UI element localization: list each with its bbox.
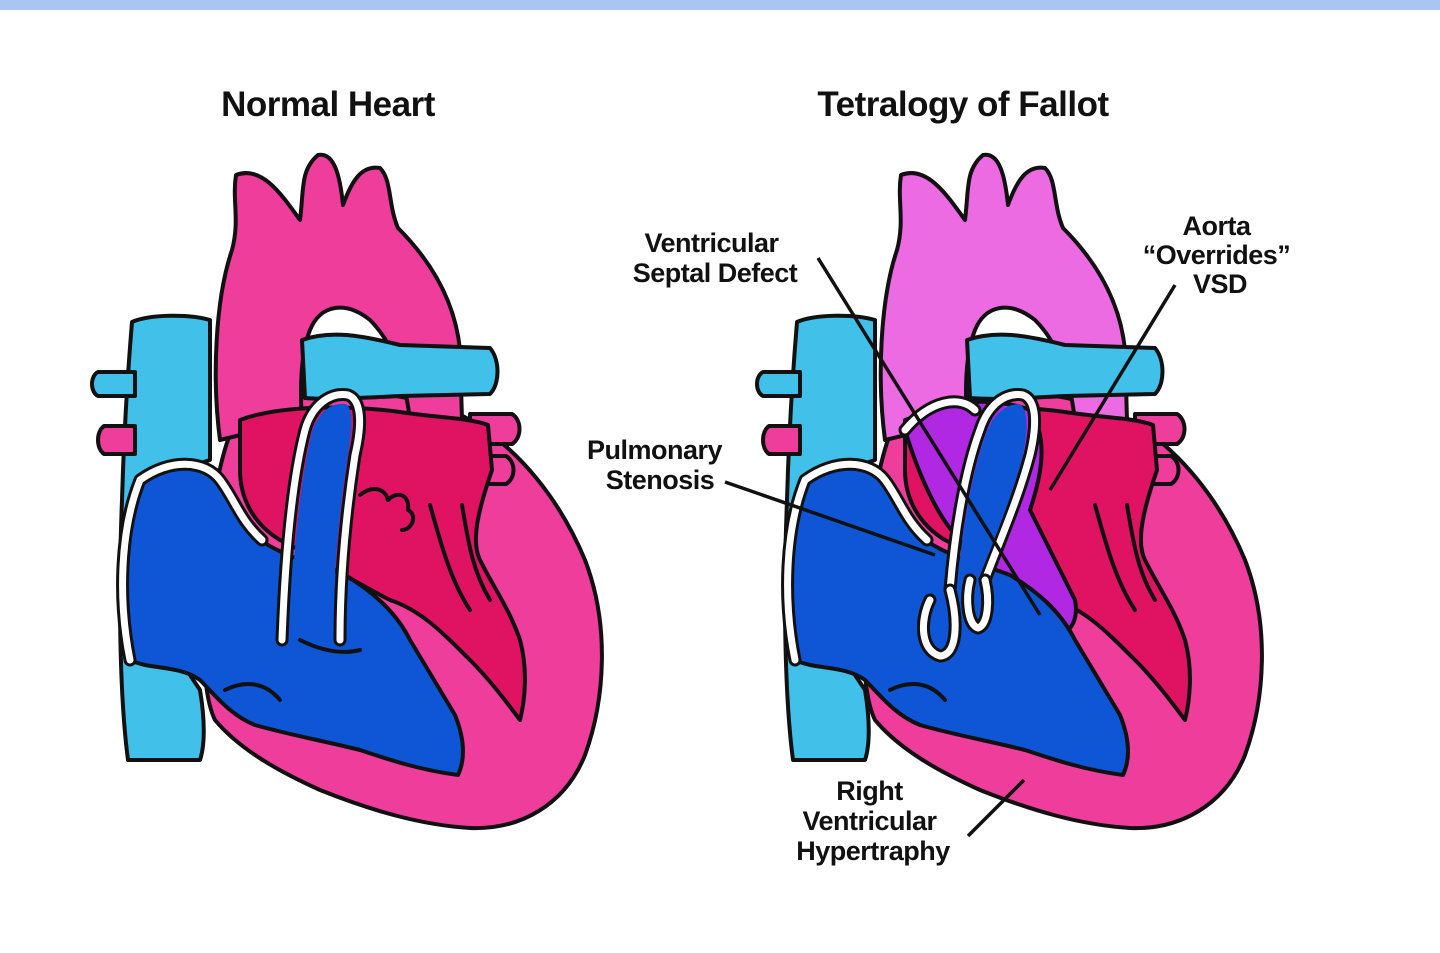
normal-heart: Normal Heart <box>90 85 604 831</box>
normal-valve <box>358 487 416 532</box>
tof-tricuspid-lines <box>888 682 947 702</box>
stenosis-leader <box>724 480 936 557</box>
tof-aorta-root-white <box>901 398 979 434</box>
vsd-label: Ventricular Septal Defect <box>633 228 798 288</box>
top-band <box>0 0 1440 10</box>
normal-left-stub-top <box>90 370 137 398</box>
normal-septum-white <box>119 460 266 664</box>
overrides-leader <box>1048 284 1177 491</box>
vsd-label-line: Ventricular <box>644 228 779 258</box>
normal-tricuspid-lines <box>223 638 362 702</box>
normal-heart-title: Normal Heart <box>221 85 436 124</box>
normal-papillary-lines <box>428 503 492 612</box>
tetralogy-heart: Tetralogy of Fallot <box>587 85 1298 866</box>
tof-left-stub-top <box>755 370 802 398</box>
rv-hypertrophy-label-line: Hypertraphy <box>796 836 950 866</box>
aorta-overrides-label-line: “Overrides” <box>1143 240 1291 270</box>
normal-pulmonary-trunk-white <box>278 391 364 644</box>
tetralogy-title: Tetralogy of Fallot <box>817 85 1109 124</box>
pulmonary-stenosis-label: Pulmonary Stenosis <box>587 435 729 495</box>
aorta-overrides-label-line: Aorta <box>1182 211 1251 241</box>
tof-pulmonary-artery <box>965 332 1165 401</box>
rv-hypertrophy-label: Right Ventricular Hypertraphy <box>796 776 950 866</box>
hypertrophy-leader <box>966 778 1026 838</box>
tof-stenosis-loop2-white <box>964 576 992 632</box>
tof-left-stub-bottom <box>761 424 802 456</box>
tof-stenosis-white <box>919 586 959 660</box>
pulmonary-stenosis-label-line: Pulmonary <box>587 435 723 465</box>
aorta-overrides-label: Aorta “Overrides” VSD <box>1143 211 1298 299</box>
tof-pulmonary-trunk <box>957 404 1027 588</box>
tof-papillary-lines <box>1093 503 1157 612</box>
rv-hypertrophy-label-line: Ventricular <box>802 806 937 836</box>
vsd-leader <box>816 257 1042 616</box>
normal-pulmonary-artery <box>300 332 500 401</box>
vsd-label-line: Septal Defect <box>633 258 798 288</box>
rv-hypertrophy-label-line: Right <box>836 776 903 806</box>
normal-pulmonary-trunk <box>290 403 352 640</box>
pulmonary-stenosis-label-line: Stenosis <box>606 465 715 495</box>
aorta-overrides-label-line: VSD <box>1193 269 1247 299</box>
normal-left-stub-bottom <box>96 424 137 456</box>
tof-septum-white <box>784 460 931 664</box>
